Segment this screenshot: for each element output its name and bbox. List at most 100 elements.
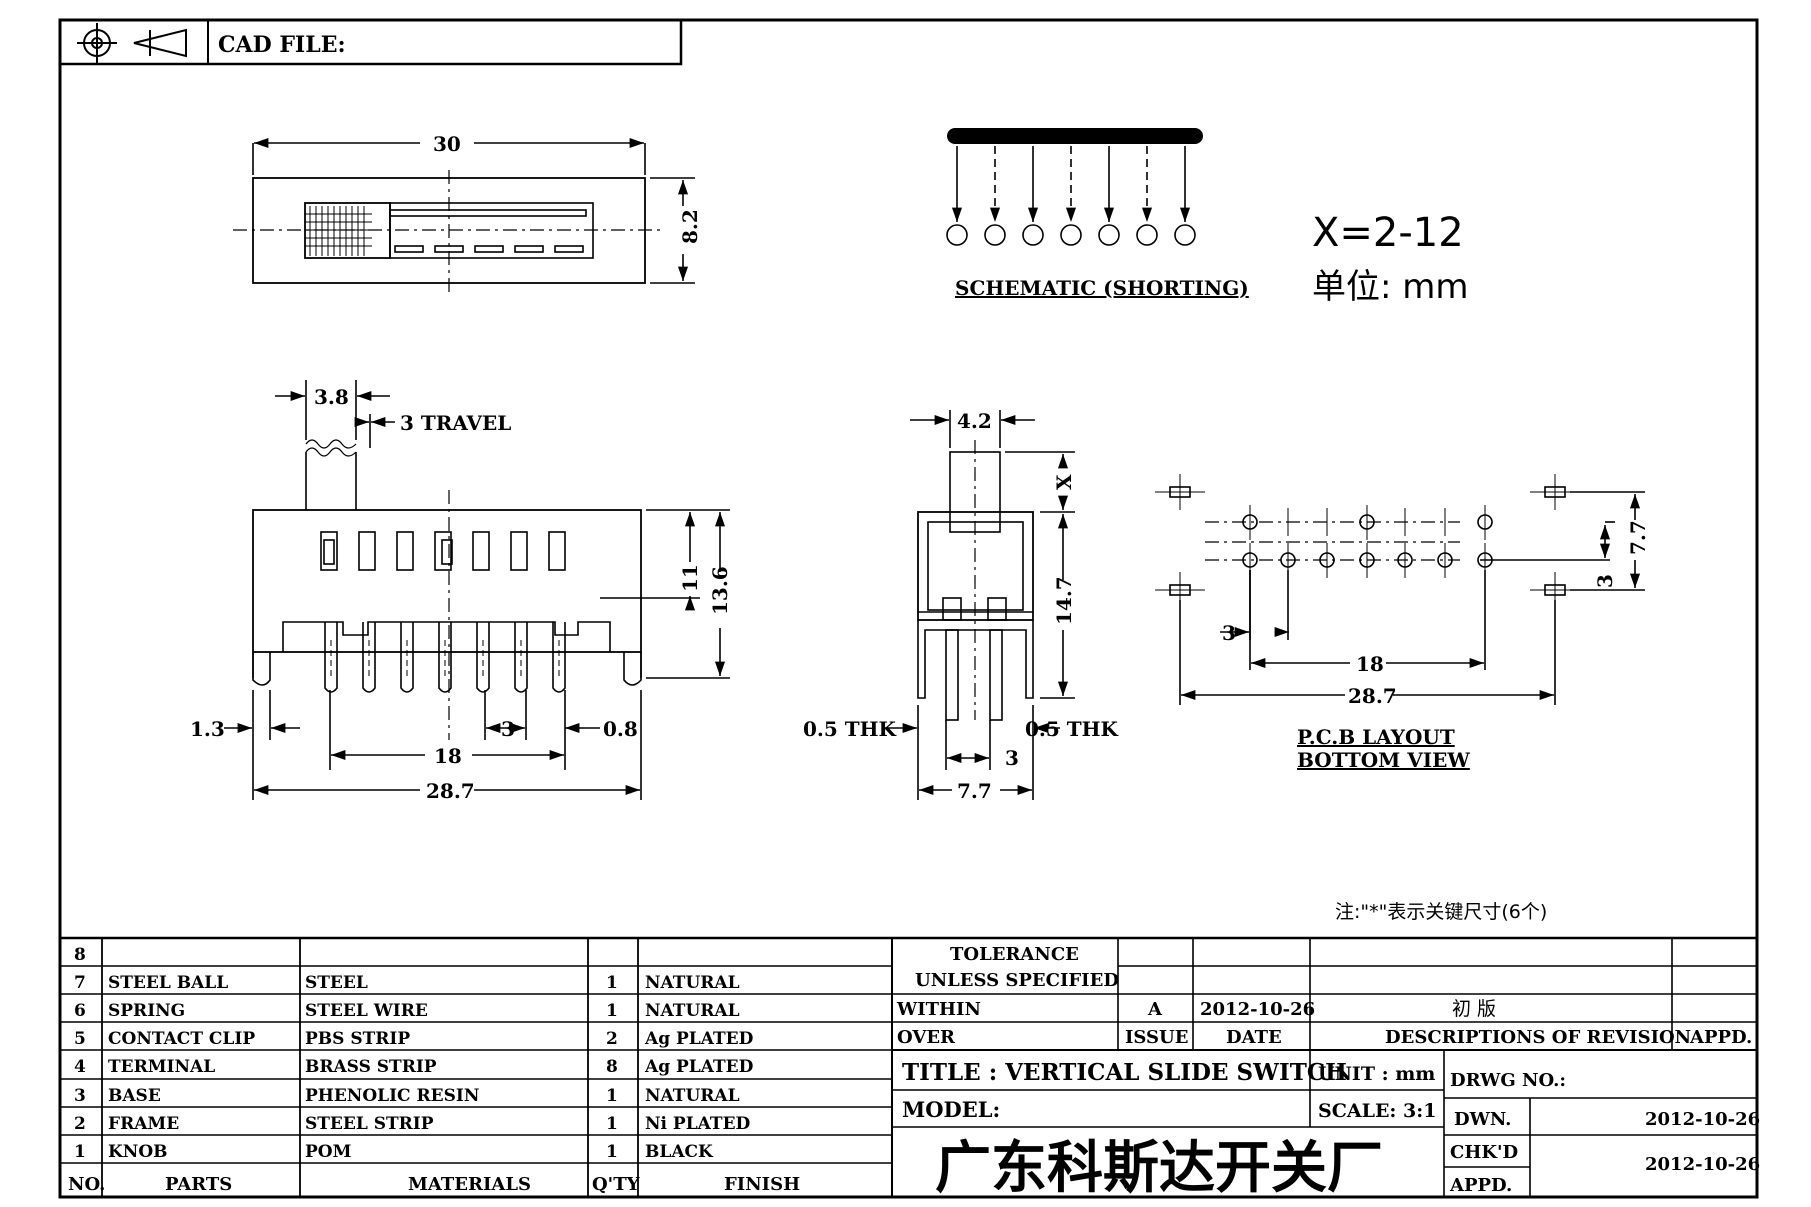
terminal-pin <box>476 622 490 693</box>
bom-row-finish: BLACK <box>645 1142 714 1162</box>
schematic-pin <box>1022 224 1044 246</box>
terminal-pin <box>324 622 338 693</box>
bom-row-part: BASE <box>108 1086 161 1106</box>
over-label: OVER <box>897 1027 956 1048</box>
top-width-dim: 30 <box>433 132 461 156</box>
pcb-18-dim: 18 <box>1356 652 1384 676</box>
bom-row-material: BRASS STRIP <box>305 1057 437 1077</box>
dim-3-front: 3 <box>501 717 515 741</box>
schematic-caption: SCHEMATIC (SHORTING) <box>955 276 1249 300</box>
bom-row-no: 7 <box>74 973 86 993</box>
bom-header-materials: MATERIALS <box>408 1174 531 1195</box>
chkd-date: 2012-10-26 <box>1645 1154 1760 1175</box>
slot-inner <box>323 539 335 565</box>
schematic-pin <box>946 224 968 246</box>
bom-row-part: FRAME <box>108 1114 179 1134</box>
key-dimension-note: 注:"*"表示关键尺寸(6个) <box>1335 901 1547 923</box>
schematic-pin <box>1060 224 1082 246</box>
chkd-label: CHK'D <box>1450 1142 1518 1163</box>
dim-1-3: 1.3 <box>190 717 225 741</box>
bom-row-part: STEEL BALL <box>108 973 228 993</box>
dwn-label: DWN. <box>1454 1109 1511 1130</box>
schematic-diagram <box>946 128 1203 246</box>
side-height-dim: 14.7 <box>1052 576 1076 625</box>
bom-row-qty: 2 <box>606 1029 618 1049</box>
projection-symbol-icon <box>77 23 187 63</box>
bom-row-finish: Ni PLATED <box>645 1114 751 1134</box>
bom-row-finish: Ag PLATED <box>644 1057 754 1077</box>
bom-row-qty: 1 <box>606 1001 618 1021</box>
pcb-caption-1: P.C.B LAYOUT <box>1297 725 1455 749</box>
dim-28-7-front: 28.7 <box>426 779 475 803</box>
drawing-title: TITLE : VERTICAL SLIDE SWITCH <box>902 1059 1347 1086</box>
knob-width-dim: 3.8 <box>314 385 349 409</box>
bom-row-material: STEEL STRIP <box>305 1114 434 1134</box>
terminal-slot <box>320 531 338 571</box>
bom-row-no: 4 <box>74 1057 86 1077</box>
unit-label: 单位: mm <box>1312 267 1469 307</box>
terminal-pin <box>362 622 376 693</box>
side-top-dim: 4.2 <box>957 409 992 433</box>
bom-row-part: CONTACT CLIP <box>108 1029 255 1049</box>
schematic-pin <box>1136 224 1158 246</box>
bom-row-no: 3 <box>74 1086 86 1106</box>
scale-value: SCALE: 3:1 <box>1318 1100 1437 1122</box>
bom-row-material: STEEL <box>305 973 368 993</box>
bom-row-material: STEEL WIRE <box>305 1001 428 1021</box>
bom-row-finish: NATURAL <box>645 1086 740 1106</box>
revision-letter: A <box>1147 999 1163 1020</box>
side-x-label: X <box>1052 474 1076 490</box>
unless-specified-label: UNLESS SPECIFIED <box>915 970 1119 991</box>
dwn-date: 2012-10-26 <box>1645 1109 1760 1130</box>
model-label: MODEL: <box>902 1097 1000 1122</box>
bom-header-parts: PARTS <box>165 1174 232 1195</box>
side-view <box>882 410 1075 800</box>
bom-row-no: 8 <box>74 945 86 965</box>
bom-row-qty: 1 <box>606 1114 618 1134</box>
terminal-slot <box>510 531 528 571</box>
bom-row-finish: NATURAL <box>645 973 740 993</box>
bom-row-finish: Ag PLATED <box>644 1029 754 1049</box>
travel-dim: 3 TRAVEL <box>400 411 511 435</box>
bom-row-part: SPRING <box>108 1001 185 1021</box>
cad-file-label: CAD FILE: <box>218 32 346 58</box>
date-label: DATE <box>1226 1027 1282 1048</box>
schematic-pin <box>984 224 1006 246</box>
terminal-slot <box>396 531 414 571</box>
thk-right-dim: 0.5 THK <box>1025 717 1119 741</box>
bom-row-qty: 8 <box>606 1057 618 1077</box>
within-label: WITHIN <box>896 999 981 1020</box>
bom-row-qty: 1 <box>606 1086 618 1106</box>
descriptions-of-revision-label: DESCRIPTIONS OF REVISION <box>1385 1027 1691 1048</box>
top-view <box>233 137 695 292</box>
bom-row-part: TERMINAL <box>108 1057 215 1077</box>
appd-label: APPD. <box>1689 1027 1752 1048</box>
tolerance-label: TOLERANCE <box>950 944 1079 965</box>
bom-header-qty: Q'TY <box>592 1174 641 1195</box>
revision-date: 2012-10-26 <box>1200 999 1315 1020</box>
pcb-3-dim: 3 <box>1222 621 1236 645</box>
schematic-pin <box>1174 224 1196 246</box>
bom-header-no: NO. <box>68 1174 105 1195</box>
pcb-3-vertical-dim: 3 <box>1593 574 1617 588</box>
bom-row-no: 1 <box>74 1142 86 1162</box>
bom-row-material: PBS STRIP <box>305 1029 410 1049</box>
x-range-label: X=2-12 <box>1312 210 1464 256</box>
slot-inner <box>441 539 453 565</box>
terminal-slot <box>358 531 376 571</box>
company-name: 广东科斯达开关厂 <box>935 1136 1383 1201</box>
header-box: CAD FILE: <box>58 18 683 66</box>
revision-description: 初 版 <box>1452 998 1496 1020</box>
bom-header-finish: FINISH <box>724 1174 800 1195</box>
title-block: TOLERANCE UNLESS SPECIFIED WITHIN OVER A… <box>892 938 1760 1201</box>
appd-signoff-label: APPD. <box>1449 1175 1512 1196</box>
bom-row-no: 5 <box>74 1029 86 1049</box>
front-view <box>224 380 730 800</box>
terminal-pin <box>514 622 528 693</box>
terminal-slot <box>548 531 566 571</box>
thk-left-dim: 0.5 THK <box>803 717 897 741</box>
height-136-dim: 13.6 <box>708 566 732 615</box>
top-height-dim: 8.2 <box>678 209 702 244</box>
terminal-slot <box>434 531 452 571</box>
side-3-dim: 3 <box>1005 746 1019 770</box>
